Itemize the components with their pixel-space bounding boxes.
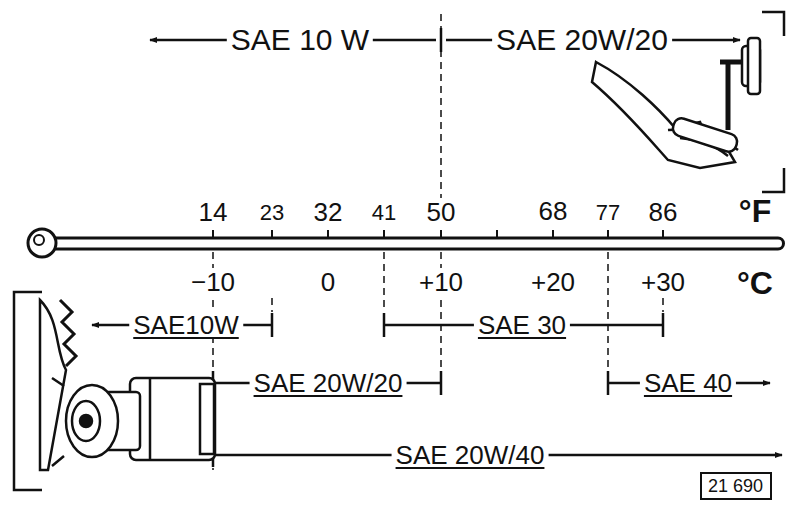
oil-grade: SAE 30 (474, 311, 570, 339)
fahrenheit-value: 41 (368, 201, 400, 225)
thermometer-bulb (28, 229, 56, 257)
fahrenheit-value: 14 (195, 198, 232, 226)
scale-ticks (213, 230, 663, 238)
oil-grade: SAE 20W/20 (492, 24, 672, 56)
unit-label: °C (733, 266, 777, 300)
fahrenheit-value: 32 (310, 198, 347, 226)
fahrenheit-value: 50 (423, 198, 460, 226)
range-tick (271, 313, 274, 337)
hand-crank (592, 38, 760, 168)
oil-grade: SAE 40 (640, 369, 736, 397)
fahrenheit-value: 86 (645, 198, 682, 226)
oil-grade: SAE 10 W (227, 24, 373, 56)
bracket (762, 12, 784, 36)
celsius-value: 0 (317, 268, 339, 296)
oil-grade: SAE 20W/40 (392, 441, 549, 469)
fahrenheit-value: 23 (256, 201, 288, 225)
celsius-value: +30 (637, 268, 689, 296)
figure-number: 21 690 (708, 477, 764, 495)
fahrenheit-value: 68 (535, 197, 572, 225)
thermometer-bulb (34, 235, 44, 245)
oil-grade: SAE 20W/20 (250, 369, 407, 397)
bracket (762, 168, 784, 192)
celsius-value: −10 (187, 268, 239, 296)
figure-number-box: 21 690 (700, 472, 772, 500)
bracket (14, 292, 42, 490)
celsius-value: +20 (527, 268, 579, 296)
fahrenheit-value: 77 (592, 201, 624, 225)
thermometer-tube (54, 238, 784, 249)
celsius-value: +10 (415, 268, 467, 296)
unit-label: °F (735, 194, 775, 228)
oil-grade: SAE10W (129, 311, 243, 339)
dashed-line (213, 252, 663, 470)
